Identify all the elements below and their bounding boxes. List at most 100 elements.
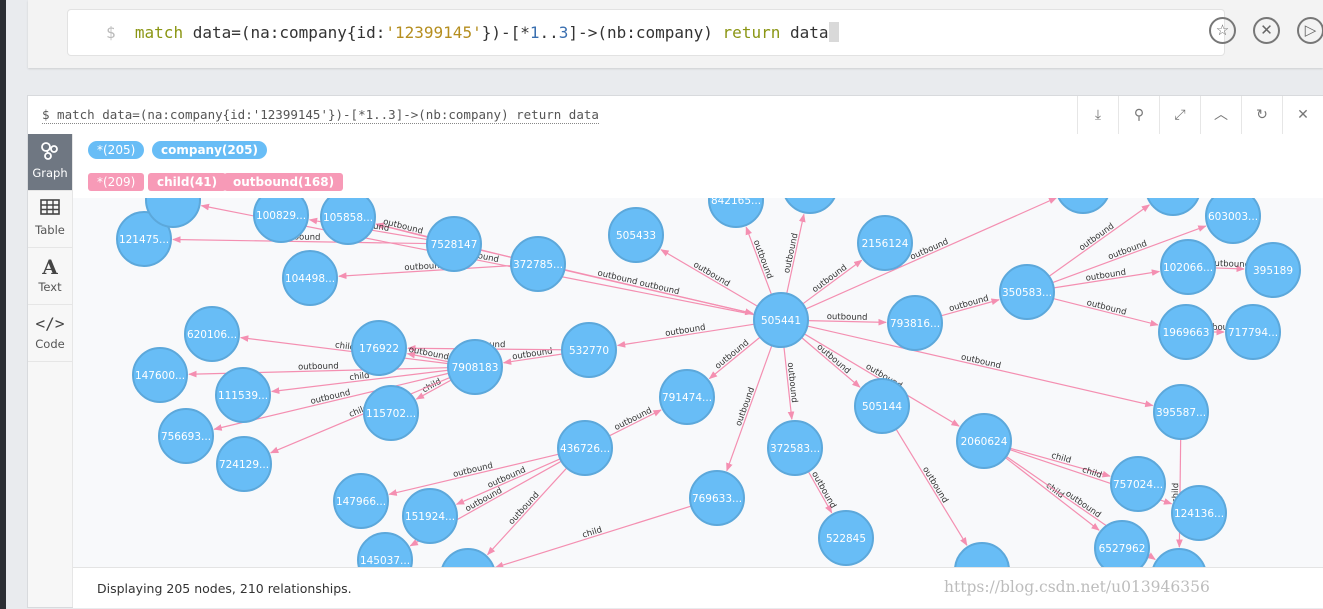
graph-node-circle[interactable] xyxy=(1245,242,1301,298)
graph-relationship-outbound[interactable] xyxy=(783,346,795,421)
graph-node-circle[interactable] xyxy=(426,216,482,272)
graph-node-circle[interactable] xyxy=(132,347,188,403)
query-editor[interactable]: $ match data=(na:company{id:'12399145'})… xyxy=(68,10,1224,55)
graph-relationship-outbound[interactable] xyxy=(486,467,568,556)
graph-node[interactable]: 372583... xyxy=(767,420,823,476)
graph-node[interactable]: 176922 xyxy=(351,320,407,376)
graph-node-circle[interactable] xyxy=(887,295,943,351)
graph-node[interactable] xyxy=(783,198,837,214)
graph-relationship-child[interactable] xyxy=(1009,447,1111,478)
graph-node-circle[interactable] xyxy=(1146,198,1200,216)
graph-node[interactable]: 532770 xyxy=(561,322,617,378)
graph-relationship-child[interactable] xyxy=(270,369,449,394)
graph-relationship-outbound[interactable] xyxy=(1214,265,1245,273)
graph-node[interactable]: 100829... xyxy=(253,198,309,243)
graph-node-circle[interactable] xyxy=(857,215,913,271)
graph-node-circle[interactable] xyxy=(854,378,910,434)
graph-node-circle[interactable] xyxy=(1171,485,1227,541)
graph-node[interactable]: 124136... xyxy=(1171,485,1227,541)
graph-node[interactable]: 717794... xyxy=(1225,304,1281,360)
graph-node[interactable]: 505433 xyxy=(608,207,664,263)
graph-node-circle[interactable] xyxy=(1056,198,1110,214)
graph-relationship-outbound[interactable] xyxy=(172,236,428,245)
legend-node-company[interactable]: company(205) xyxy=(152,141,267,159)
favorite-button[interactable]: ☆ xyxy=(1209,17,1236,44)
graph-node-circle[interactable] xyxy=(557,420,613,476)
graph-node[interactable]: 111539... xyxy=(215,367,271,423)
graph-node[interactable]: 151924... xyxy=(402,488,458,544)
graph-relationship-child[interactable] xyxy=(415,379,452,400)
graph-node-circle[interactable] xyxy=(215,367,271,423)
graph-relationship-outbound[interactable] xyxy=(388,453,559,496)
graph-relationship-outbound[interactable] xyxy=(660,249,759,307)
graph-node[interactable]: 842165... xyxy=(708,198,764,228)
legend-node-all[interactable]: *(205) xyxy=(88,141,145,159)
graph-node-circle[interactable] xyxy=(1158,304,1214,360)
graph-node[interactable]: 603003... xyxy=(1205,198,1261,244)
graph-node[interactable]: 791474... xyxy=(659,369,715,425)
graph-node[interactable] xyxy=(1146,198,1200,216)
graph-relationship-outbound[interactable] xyxy=(502,353,563,365)
download-button[interactable]: ⤓ xyxy=(1077,96,1118,134)
graph-node[interactable] xyxy=(145,198,201,228)
graph-relationship-outbound[interactable] xyxy=(940,298,1000,317)
graph-node-circle[interactable] xyxy=(116,211,172,267)
graph-node-circle[interactable] xyxy=(1160,239,1216,295)
graph-relationship-outbound[interactable] xyxy=(805,198,1058,310)
graph-relationship-outbound[interactable] xyxy=(1048,204,1151,277)
tab-graph[interactable]: Graph xyxy=(28,134,72,191)
graph-node[interactable]: 104498... xyxy=(282,250,338,306)
graph-node[interactable]: 505441 xyxy=(753,292,809,348)
graph-relationship-outbound[interactable] xyxy=(726,345,773,472)
graph-node-circle[interactable] xyxy=(145,198,201,228)
query-editor-text[interactable]: $ match data=(na:company{id:'12399145'})… xyxy=(106,22,839,42)
graph-relationship-child[interactable] xyxy=(1004,457,1100,531)
graph-node-circle[interactable] xyxy=(708,198,764,228)
graph-node[interactable]: 372785... xyxy=(510,236,566,292)
graph-node[interactable]: 115702... xyxy=(363,385,419,441)
graph-relationship-outbound[interactable] xyxy=(895,428,968,546)
graph-node-circle[interactable] xyxy=(561,322,617,378)
collapse-button[interactable]: ︿ xyxy=(1200,96,1241,134)
graph-node[interactable]: 395189 xyxy=(1245,242,1301,298)
graph-node[interactable]: 724129... xyxy=(216,436,272,492)
graph-node[interactable] xyxy=(954,542,1010,567)
graph-node-circle[interactable] xyxy=(608,207,664,263)
graph-node[interactable] xyxy=(441,548,495,567)
close-frame-button[interactable]: ✕ xyxy=(1282,96,1323,134)
graph-node[interactable]: 2060624 xyxy=(956,413,1012,469)
graph-node[interactable]: 505144 xyxy=(854,378,910,434)
graph-node[interactable]: 1969663 xyxy=(1158,304,1214,360)
graph-node[interactable]: 7528147 xyxy=(426,216,482,272)
graph-node[interactable] xyxy=(1056,198,1110,214)
graph-relationship-outbound[interactable] xyxy=(708,336,761,380)
graph-node-circle[interactable] xyxy=(333,473,389,529)
graph-relationship-child[interactable] xyxy=(269,376,451,454)
graph-relationship-outbound[interactable] xyxy=(1052,225,1207,284)
graph-node-circle[interactable] xyxy=(818,510,874,566)
graph-node-circle[interactable] xyxy=(320,198,376,245)
graph-node-circle[interactable] xyxy=(1094,520,1150,567)
graph-node[interactable]: 2156124 xyxy=(857,215,913,271)
legend-rel-all[interactable]: *(209) xyxy=(88,173,145,191)
graph-relationship-outbound[interactable] xyxy=(807,471,833,514)
graph-relationship-outbound[interactable] xyxy=(1053,269,1161,289)
graph-node-circle[interactable] xyxy=(510,236,566,292)
graph-node-circle[interactable] xyxy=(441,548,495,567)
graph-node-circle[interactable] xyxy=(351,320,407,376)
graph-node[interactable]: 436726... xyxy=(557,420,613,476)
graph-node-circle[interactable] xyxy=(1152,548,1206,567)
graph-node-circle[interactable] xyxy=(447,339,503,395)
graph-node-circle[interactable] xyxy=(1225,304,1281,360)
graph-node-circle[interactable] xyxy=(659,369,715,425)
tab-code[interactable]: </> Code xyxy=(28,305,72,362)
graph-node[interactable]: 757024... xyxy=(1110,456,1166,512)
graph-relationship-outbound[interactable] xyxy=(616,323,755,348)
run-button[interactable]: ▷ xyxy=(1297,17,1323,44)
graph-node[interactable] xyxy=(1152,548,1206,567)
graph-node-circle[interactable] xyxy=(216,436,272,492)
graph-node-circle[interactable] xyxy=(357,532,413,567)
legend-rel-child[interactable]: child(41) xyxy=(148,173,227,191)
graph-node[interactable]: 756693... xyxy=(158,408,214,464)
